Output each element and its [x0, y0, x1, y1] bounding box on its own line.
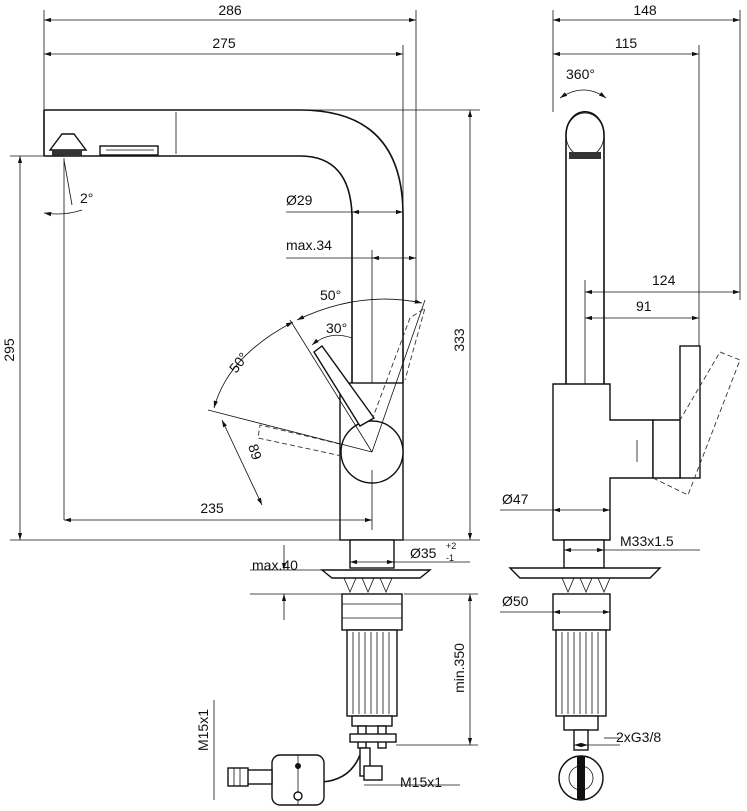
- lever-angle-upper-label: 50°: [320, 287, 341, 303]
- dim-spout-reach: 275: [44, 35, 404, 300]
- plate-diameter-label: Ø50: [502, 593, 529, 609]
- dim-hole-diameter: Ø35 +2 -1: [350, 541, 470, 565]
- rotation-label: 360°: [566, 66, 595, 82]
- dim-spout-projection: 235: [64, 470, 373, 530]
- dim-connection: 2xG3/8: [574, 729, 661, 748]
- dim-swivel-angle: 2°: [43, 158, 93, 520]
- spout-depth-label: 115: [615, 35, 638, 51]
- connection-label: 2xG3/8: [616, 729, 661, 745]
- dim-shank-thread: M33x1.5: [564, 533, 700, 553]
- swivel-angle-label: 2°: [80, 190, 93, 206]
- lever-length-label: 89: [245, 442, 265, 462]
- dim-max-deck: max.40: [250, 545, 342, 620]
- hole-diameter-label: Ø35: [410, 545, 437, 561]
- dim-overall-width: 286: [43, 2, 417, 300]
- max-deck-label: max.40: [252, 557, 298, 573]
- lever-offset-label: 91: [636, 298, 652, 314]
- spout-reach-label: 275: [212, 35, 236, 51]
- thread-left-label: M15x1: [195, 709, 211, 751]
- dim-thread-bottom: M15x1: [364, 774, 460, 790]
- min-hose-label: min.350: [451, 643, 467, 693]
- overall-height-label: 333: [451, 328, 467, 352]
- overall-depth-label: 148: [633, 2, 657, 18]
- spout-diameter-label: Ø29: [286, 192, 313, 208]
- dim-min-hose: min.350: [396, 593, 478, 746]
- dim-spout-diameter: Ø29: [286, 192, 403, 215]
- front-view: 286 275 2°: [1, 2, 480, 806]
- side-spout: [565, 111, 605, 384]
- dim-thread-left: M15x1: [195, 700, 215, 800]
- spout-height-label: 295: [1, 338, 17, 362]
- shank-thread-label: M33x1.5: [620, 533, 674, 549]
- hole-tol-minus: -1: [446, 553, 454, 563]
- lever-angle-inner-label: 30°: [326, 320, 347, 336]
- max-body-label: max.34: [286, 237, 332, 253]
- spout-projection-label: 235: [200, 500, 224, 516]
- dim-overall-height: 333: [44, 109, 480, 541]
- overall-width-label: 286: [218, 2, 242, 18]
- hole-tol-plus: +2: [446, 541, 456, 551]
- side-view: 148 115 360° 124 91: [500, 2, 741, 801]
- base-diameter-label: Ø47: [502, 491, 529, 507]
- dim-spout-height: 295: [1, 155, 340, 541]
- dim-spout-depth: 115: [553, 35, 700, 400]
- side-mounting: [508, 539, 662, 801]
- dim-base-diameter: Ø47: [500, 491, 610, 513]
- lever-depth-label: 124: [652, 272, 676, 288]
- dim-plate-diameter: Ø50: [500, 593, 610, 615]
- dim-max-body: max.34: [286, 237, 416, 383]
- dim-lever-depth: 124 91: [584, 272, 740, 384]
- mounting-assembly: [227, 539, 432, 806]
- dim-rotation: 360°: [559, 66, 607, 99]
- mixer-body: [257, 306, 426, 541]
- dim-overall-depth: 148: [552, 2, 741, 300]
- side-body: [552, 345, 741, 541]
- thread-bottom-label: M15x1: [400, 774, 442, 790]
- spout: [43, 109, 404, 383]
